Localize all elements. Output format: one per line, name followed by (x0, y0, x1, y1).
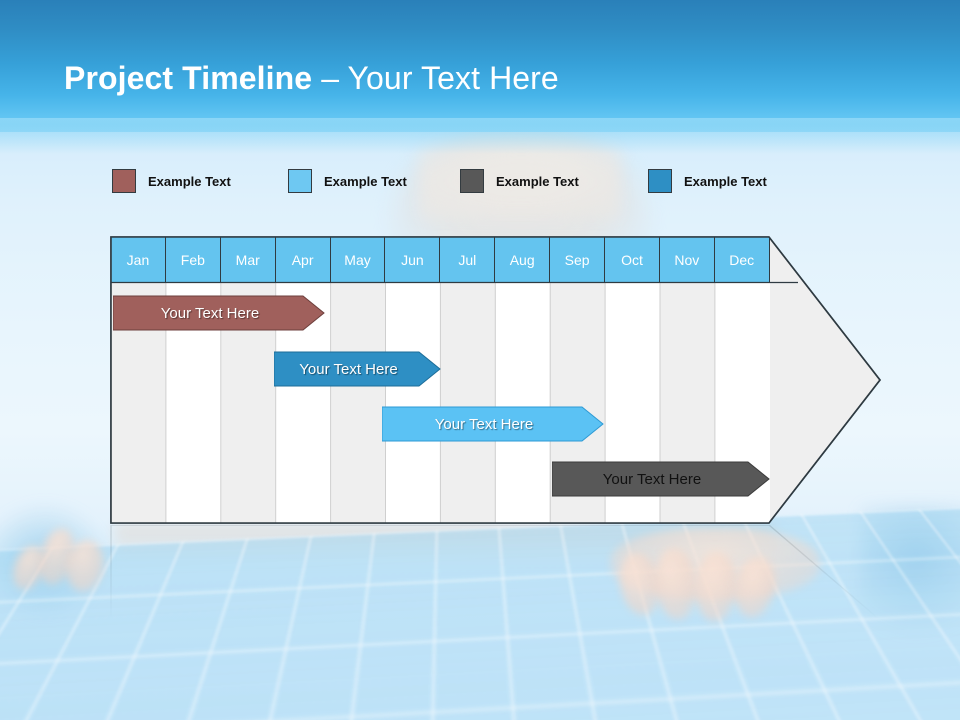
legend-swatch-3-icon (460, 169, 484, 193)
month-cell-jun[interactable]: Jun (385, 237, 440, 283)
month-cell-mar[interactable]: Mar (221, 237, 276, 283)
legend-label-3: Example Text (496, 174, 579, 189)
timeline-bar-1[interactable]: Your Text Here (113, 294, 325, 332)
legend-swatch-2-icon (288, 169, 312, 193)
timeline-bar-1-label: Your Text Here (113, 305, 325, 322)
month-cell-sep[interactable]: Sep (550, 237, 605, 283)
page-title-rest: – Your Text Here (312, 60, 559, 96)
month-cell-dec[interactable]: Dec (715, 237, 770, 283)
body-column-aug (495, 283, 550, 523)
legend-label-2: Example Text (324, 174, 407, 189)
body-column-jul (440, 283, 495, 523)
legend-label-4: Example Text (684, 174, 767, 189)
month-cell-apr[interactable]: Apr (276, 237, 331, 283)
month-cell-jul[interactable]: Jul (440, 237, 495, 283)
timeline-bar-2-label: Your Text Here (274, 361, 441, 378)
legend-item-3[interactable]: Example Text (460, 169, 579, 193)
timeline-bar-2[interactable]: Your Text Here (274, 350, 441, 388)
month-cell-jan[interactable]: Jan (111, 237, 166, 283)
timeline-chart: Jan Feb Mar Apr May Jun Jul Aug Sep Oct … (110, 236, 882, 524)
legend-item-4[interactable]: Example Text (648, 169, 767, 193)
page-title-bold: Project Timeline (64, 60, 312, 96)
legend-item-2[interactable]: Example Text (288, 169, 407, 193)
legend-label-1: Example Text (148, 174, 231, 189)
month-cell-may[interactable]: May (331, 237, 386, 283)
month-header-row: Jan Feb Mar Apr May Jun Jul Aug Sep Oct … (111, 237, 770, 283)
month-cell-aug[interactable]: Aug (495, 237, 550, 283)
legend-swatch-1-icon (112, 169, 136, 193)
month-cell-feb[interactable]: Feb (166, 237, 221, 283)
legend-item-1[interactable]: Example Text (112, 169, 231, 193)
title-banner-fade (0, 118, 960, 154)
month-cell-oct[interactable]: Oct (605, 237, 660, 283)
body-column-jun (385, 283, 440, 523)
timeline-bar-4-label: Your Text Here (552, 471, 770, 488)
timeline-bar-4[interactable]: Your Text Here (552, 460, 770, 498)
timeline-bar-3[interactable]: Your Text Here (382, 405, 604, 443)
timeline-bar-3-label: Your Text Here (382, 416, 604, 433)
body-column-may (331, 283, 386, 523)
page-title: Project Timeline – Your Text Here (64, 58, 559, 98)
legend-swatch-4-icon (648, 169, 672, 193)
month-cell-nov[interactable]: Nov (660, 237, 715, 283)
